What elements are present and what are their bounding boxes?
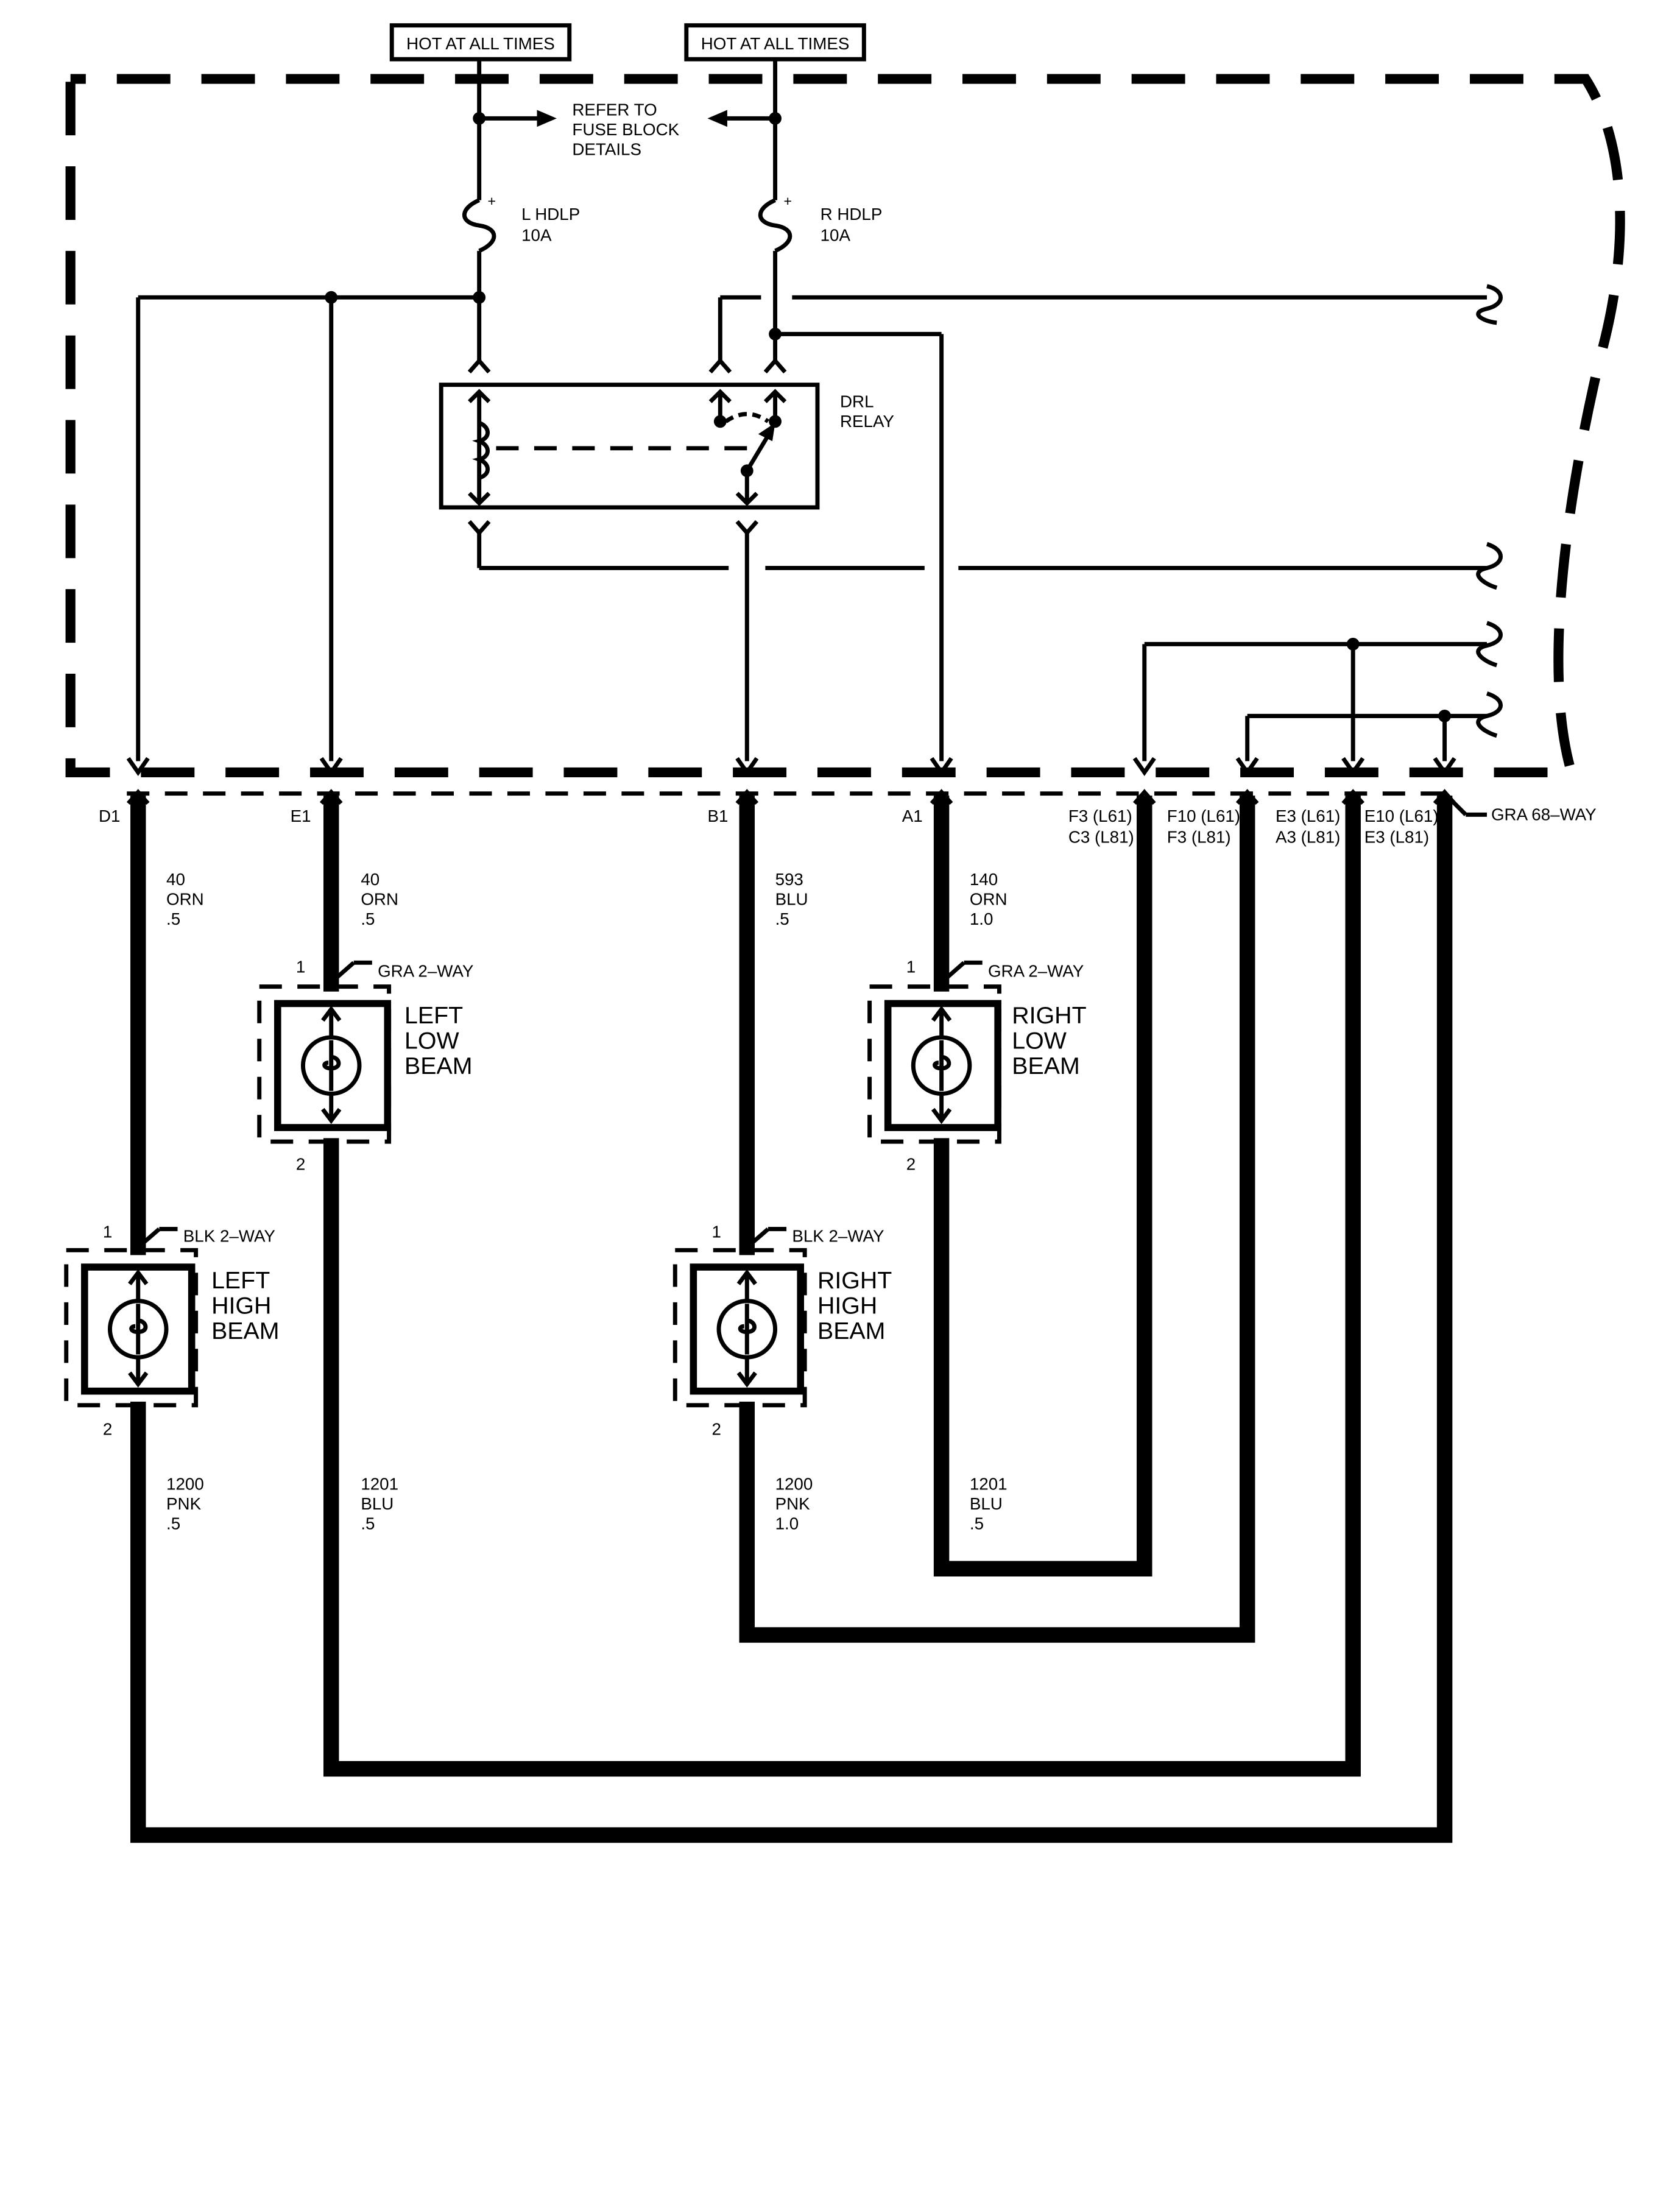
wire-label-upper: .5 <box>361 909 375 928</box>
wire-label-upper: ORN <box>361 889 398 908</box>
svg-text:1: 1 <box>103 1222 112 1241</box>
wire-label-lower: .5 <box>970 1514 984 1533</box>
right-high-beam-lamp: BLK 2–WAY 1 2 RIGHT HIGH BEAM <box>672 1222 892 1438</box>
fuse-block-boundary <box>65 74 1625 778</box>
drl-relay: DRL RELAY <box>439 358 894 536</box>
wire-label-lower: 1201 <box>361 1475 398 1494</box>
wire-label-lower: BLU <box>970 1494 1003 1513</box>
harness-wires <box>130 796 1453 1843</box>
wire-label-lower: PNK <box>166 1494 202 1513</box>
right-low-beam-lamp: GRA 2–WAY 1 2 RIGHT LOW BEAM <box>867 958 1087 1173</box>
svg-text:RIGHT: RIGHT <box>1012 1002 1086 1029</box>
svg-text:2: 2 <box>711 1419 721 1438</box>
svg-text:LEFT: LEFT <box>404 1002 463 1029</box>
svg-text:DRL: DRL <box>840 392 874 411</box>
wire-label-upper: 40 <box>361 870 379 889</box>
pin-e10: E10 (L61) <box>1364 807 1439 825</box>
svg-text:R HDLP: R HDLP <box>821 205 883 224</box>
svg-text:10A: 10A <box>521 226 552 245</box>
svg-text:RELAY: RELAY <box>840 412 894 431</box>
wire-label-upper: 1.0 <box>970 909 994 928</box>
wire-label-lower: .5 <box>361 1514 375 1533</box>
wire-label-lower: 1201 <box>970 1475 1008 1494</box>
left-low-beam-lamp: GRA 2–WAY 1 2 LEFT LOW BEAM <box>257 958 473 1173</box>
svg-text:2: 2 <box>103 1419 112 1438</box>
svg-text:RIGHT: RIGHT <box>817 1267 892 1294</box>
svg-text:2: 2 <box>906 1154 916 1173</box>
svg-text:DETAILS: DETAILS <box>572 140 641 159</box>
wire-label-lower: 1.0 <box>775 1514 799 1533</box>
pin-b1: B1 <box>708 807 729 825</box>
wire-label-upper: .5 <box>775 909 789 928</box>
pin-a1: A1 <box>902 807 923 825</box>
svg-text:L HDLP: L HDLP <box>521 205 580 224</box>
svg-text:1: 1 <box>906 958 916 976</box>
pin-a3: A3 (L81) <box>1276 828 1340 847</box>
svg-text:HIGH: HIGH <box>817 1292 877 1319</box>
wire-label-lower: 1200 <box>775 1475 813 1494</box>
svg-text:LEFT: LEFT <box>211 1267 270 1294</box>
wire-label-upper: ORN <box>166 889 204 908</box>
svg-text:GRA 2–WAY: GRA 2–WAY <box>378 961 473 980</box>
svg-text:10A: 10A <box>821 226 851 245</box>
hot-at-all-times-right: HOT AT ALL TIMES <box>684 23 866 62</box>
svg-text:+: + <box>488 193 496 209</box>
svg-text:LOW: LOW <box>1012 1027 1067 1054</box>
wire-label-upper: BLU <box>775 889 808 908</box>
wire-label-upper: .5 <box>166 909 180 928</box>
wire-label-upper: ORN <box>970 889 1008 908</box>
wire-label-lower: PNK <box>775 1494 811 1513</box>
pin-e3: E3 (L61) <box>1276 807 1340 825</box>
svg-text:2: 2 <box>296 1154 305 1173</box>
wire-label-upper: 593 <box>775 870 803 889</box>
pin-f3: F3 (L61) <box>1068 807 1132 825</box>
wire-label-lower: .5 <box>166 1514 180 1533</box>
main-connector-label: GRA 68–WAY <box>1491 805 1597 824</box>
pin-d1: D1 <box>99 807 120 825</box>
svg-text:GRA 2–WAY: GRA 2–WAY <box>988 961 1084 980</box>
wire-label-upper: 40 <box>166 870 185 889</box>
svg-text:BEAM: BEAM <box>211 1318 279 1344</box>
svg-text:HOT AT ALL TIMES: HOT AT ALL TIMES <box>701 34 850 53</box>
pin-f10: F10 (L61) <box>1167 807 1240 825</box>
pin-f3-l81: F3 (L81) <box>1167 828 1231 847</box>
svg-text:BEAM: BEAM <box>1012 1053 1079 1079</box>
svg-text:1: 1 <box>711 1222 721 1241</box>
svg-text:HIGH: HIGH <box>211 1292 271 1319</box>
svg-text:BEAM: BEAM <box>404 1053 472 1079</box>
svg-text:BLK 2–WAY: BLK 2–WAY <box>183 1226 275 1245</box>
svg-text:1: 1 <box>296 958 305 976</box>
wire-label-upper: 140 <box>970 870 998 889</box>
svg-text:BLK 2–WAY: BLK 2–WAY <box>792 1226 884 1245</box>
fuse-block-note: REFER TO FUSE BLOCK DETAILS <box>572 101 679 159</box>
svg-text:LOW: LOW <box>404 1027 459 1054</box>
svg-text:FUSE BLOCK: FUSE BLOCK <box>572 120 679 139</box>
svg-text:REFER TO: REFER TO <box>572 101 657 119</box>
pin-e1: E1 <box>291 807 311 825</box>
wire-label-lower: 1200 <box>166 1475 204 1494</box>
pin-c3: C3 (L81) <box>1068 828 1134 847</box>
svg-text:HOT AT ALL TIMES: HOT AT ALL TIMES <box>406 34 555 53</box>
fuse-r-hdlp: + R HDLP 10A <box>758 193 883 253</box>
svg-text:BEAM: BEAM <box>817 1318 885 1344</box>
hot-at-all-times-left: HOT AT ALL TIMES <box>389 23 572 62</box>
left-high-beam-lamp: BLK 2–WAY 1 2 LEFT HIGH BEAM <box>64 1222 280 1438</box>
fuse-l-hdlp: + L HDLP 10A <box>462 193 580 253</box>
pin-e3-l81: E3 (L81) <box>1364 828 1429 847</box>
svg-text:+: + <box>783 193 792 209</box>
wire-label-lower: BLU <box>361 1494 394 1513</box>
